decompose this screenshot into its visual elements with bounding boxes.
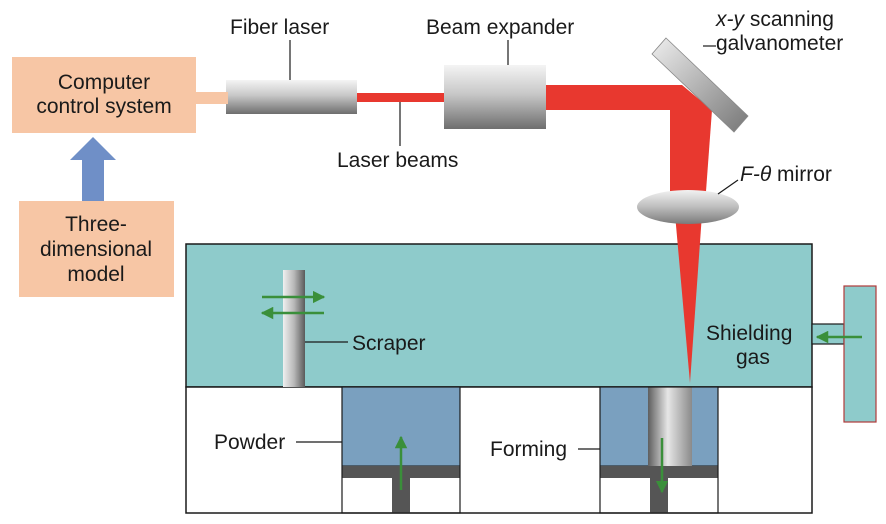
fiber-laser-label: Fiber laser bbox=[230, 16, 329, 39]
forming-label: Forming bbox=[490, 438, 567, 461]
beam-expander bbox=[444, 65, 546, 129]
build-chamber bbox=[185, 243, 813, 388]
laser-beam-expanded bbox=[545, 85, 682, 110]
shielding-gas-supply bbox=[843, 285, 877, 423]
model-to-computer-arrow bbox=[70, 137, 116, 201]
forming-platform bbox=[600, 466, 718, 478]
powder-label: Powder bbox=[214, 431, 285, 454]
laser-beam-focused bbox=[675, 214, 702, 383]
shielding-gas-label-line2: gas bbox=[736, 346, 770, 369]
model-label-line2: dimensional bbox=[40, 238, 152, 261]
shielding-gas-inlet bbox=[811, 323, 845, 345]
f-theta-leader bbox=[717, 179, 739, 195]
f-theta-lens bbox=[637, 190, 739, 224]
forming-cylinder-outline bbox=[599, 386, 719, 514]
shielding-gas-label-line1: Shielding bbox=[706, 322, 792, 345]
laser-beams-label: Laser beams bbox=[337, 149, 458, 172]
powder-piston-rod bbox=[392, 478, 410, 513]
computer-label-line2: control system bbox=[36, 95, 171, 118]
galvanometer-label-line1: x-y scanning bbox=[715, 8, 834, 31]
laser-beam-down bbox=[670, 100, 705, 205]
computer-control-box bbox=[12, 57, 196, 133]
three-dimensional-model-box bbox=[19, 201, 174, 297]
model-label-line1: Three- bbox=[65, 213, 127, 236]
fiber-connector bbox=[196, 92, 228, 104]
scraper-blade bbox=[283, 270, 305, 387]
scraper-label: Scraper bbox=[352, 332, 426, 355]
galvanometer-mirror bbox=[651, 37, 749, 133]
forming-piston-rod bbox=[650, 478, 668, 513]
f-theta-label: F-θ mirror bbox=[740, 163, 832, 186]
powder-cylinder-outline bbox=[341, 386, 461, 514]
model-label-line3: model bbox=[67, 263, 124, 286]
beam-expander-label: Beam expander bbox=[426, 16, 574, 39]
formed-part bbox=[648, 387, 692, 466]
galvanometer-label-line2: galvanometer bbox=[716, 32, 843, 55]
computer-label-line1: Computer bbox=[58, 71, 150, 94]
laser-beam-thin bbox=[356, 93, 444, 102]
fiber-laser bbox=[226, 80, 357, 114]
